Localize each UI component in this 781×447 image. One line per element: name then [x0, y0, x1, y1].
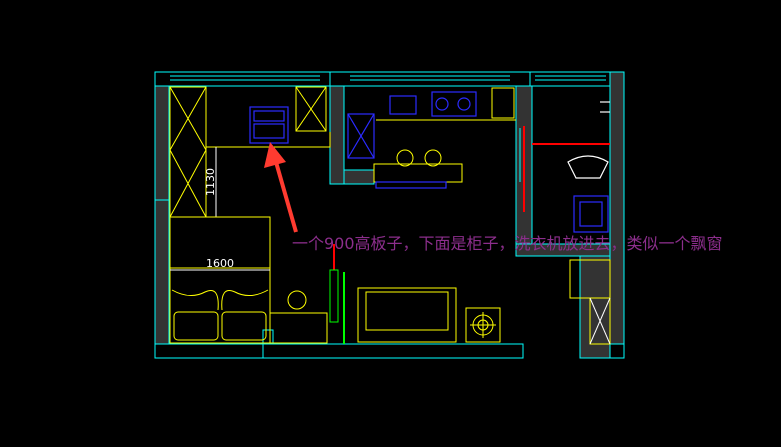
wall-kitchen-left [329, 85, 345, 185]
fridge [389, 95, 417, 115]
range-hood [375, 181, 447, 189]
wall-left-upper [154, 71, 170, 201]
wall-bottom [262, 343, 524, 359]
dimension-width: 1600 [206, 257, 234, 270]
wall-bottom-left [154, 343, 264, 359]
side-table [465, 307, 501, 343]
wall-kitchen-bottom [343, 169, 375, 185]
breakfast-bar [373, 163, 463, 183]
stove [431, 91, 477, 117]
windows [170, 75, 606, 81]
wardrobe [169, 86, 207, 218]
annotation-text: 一个900高板子，下面是柜子，洗衣机放进去，类似一个飘窗 [292, 234, 723, 253]
wall-right [609, 71, 625, 359]
furniture [169, 86, 611, 345]
walls [154, 71, 625, 359]
wall-bath-right-lower [579, 255, 611, 359]
wall-bath-bottom [515, 243, 611, 257]
toilet [567, 155, 609, 179]
washing-machine [249, 106, 289, 144]
desk [269, 312, 328, 344]
annotation-arrow [264, 142, 298, 233]
small-cabinet [295, 86, 327, 132]
dimension-height: 1130 [204, 168, 217, 196]
shower [589, 297, 611, 345]
toilet-basin [573, 195, 609, 233]
bed [169, 216, 271, 344]
wall-top-mid [329, 71, 531, 87]
doors [329, 126, 610, 344]
sink [347, 113, 375, 159]
wall-left-lower [154, 199, 170, 359]
appliances [249, 91, 610, 233]
lamp [287, 290, 307, 310]
window-platform [206, 132, 331, 148]
wall-top-left [154, 71, 331, 87]
dimensions: 1600 1130 [170, 168, 270, 271]
wall-stub [262, 329, 274, 345]
sofa [357, 287, 457, 343]
